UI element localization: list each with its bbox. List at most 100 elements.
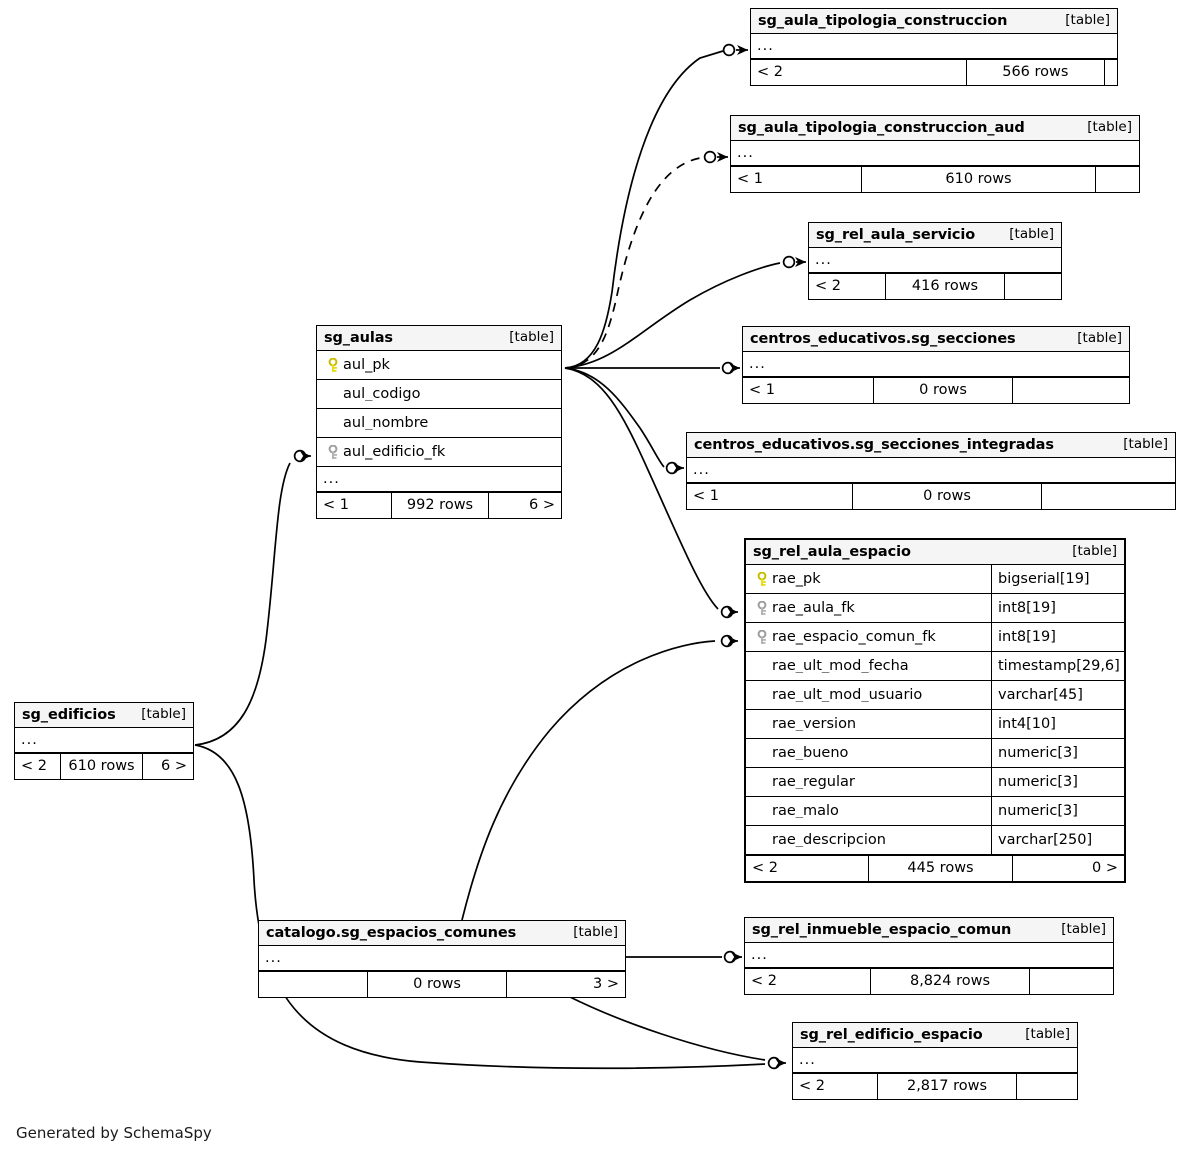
column-name-cell: rae_espacio_comun_fk <box>746 629 991 645</box>
table-header: sg_aula_tipologia_construccion_aud [tabl… <box>731 116 1139 141</box>
column-name-cell: aul_pk <box>317 357 561 373</box>
table-sg_aulas[interactable]: sg_aulas [table] aul_pk aul_codigo aul_n… <box>316 325 562 519</box>
column-label: aul_codigo <box>343 386 421 402</box>
column-label: rae_pk <box>772 571 821 587</box>
footer-children <box>1005 274 1061 299</box>
column-label: rae_ult_mod_usuario <box>772 687 923 703</box>
table-sg_aula_tipologia_construccion_aud[interactable]: sg_aula_tipologia_construccion_aud [tabl… <box>730 115 1140 193</box>
ellipsis-cell: ... <box>749 355 766 372</box>
table-tag: [table] <box>1087 119 1132 136</box>
column-label: aul_edificio_fk <box>343 444 446 460</box>
ellipsis-cell: ... <box>265 949 282 966</box>
table-centros_educativos.sg_secciones[interactable]: centros_educativos.sg_secciones [table] … <box>742 326 1130 404</box>
primary-key-icon <box>323 357 343 373</box>
footer-children: 6 > <box>161 758 187 775</box>
table-tag: [table] <box>509 329 554 346</box>
table-tag: [table] <box>1123 436 1168 453</box>
table-header: sg_aula_tipologia_construccion [table] <box>751 9 1117 34</box>
table-sg_aula_tipologia_construccion[interactable]: sg_aula_tipologia_construccion [table] .… <box>750 8 1118 86</box>
table-sg_rel_aula_espacio[interactable]: sg_rel_aula_espacio [table] rae_pk bigse… <box>744 538 1126 883</box>
table-column-row[interactable]: rae_bueno numeric[3] <box>746 739 1124 768</box>
column-type: timestamp[29,6] <box>991 652 1124 680</box>
table-header: sg_rel_inmueble_espacio_comun [table] <box>745 918 1113 943</box>
ellipsis-cell: ... <box>21 731 38 748</box>
footer-parents: < 2 <box>751 973 777 990</box>
footer-parents: < 2 <box>815 278 841 295</box>
table-row: ... <box>743 352 1129 377</box>
table-header: sg_aulas [table] <box>317 326 561 351</box>
table-column-row[interactable]: rae_ult_mod_usuario varchar[45] <box>746 681 1124 710</box>
column-name-cell: rae_ult_mod_usuario <box>746 688 991 703</box>
footer-rowcount: 416 rows <box>885 274 1005 299</box>
column-name-cell: rae_regular <box>746 775 991 790</box>
table-title: catalogo.sg_espacios_comunes <box>266 924 517 941</box>
footer-children: 0 > <box>1092 860 1118 877</box>
footer-parents: < 2 <box>21 758 47 775</box>
table-footer: < 2 2,817 rows <box>793 1073 1077 1099</box>
table-column-row[interactable]: rae_version int4[10] <box>746 710 1124 739</box>
footer-children <box>1030 969 1113 994</box>
table-catalogo.sg_espacios_comunes[interactable]: catalogo.sg_espacios_comunes [table] ...… <box>258 920 626 998</box>
table-column-row[interactable]: aul_nombre <box>317 409 561 438</box>
column-name-cell: rae_aula_fk <box>746 600 991 616</box>
column-label: aul_nombre <box>343 415 429 431</box>
footer-parents: < 1 <box>693 488 719 505</box>
table-sg_rel_edificio_espacio[interactable]: sg_rel_edificio_espacio [table] ... < 2 … <box>792 1022 1078 1100</box>
column-label: rae_regular <box>772 774 855 790</box>
footer-parents <box>259 972 367 997</box>
table-header: sg_rel_edificio_espacio [table] <box>793 1023 1077 1048</box>
table-sg_rel_inmueble_espacio_comun[interactable]: sg_rel_inmueble_espacio_comun [table] ..… <box>744 917 1114 995</box>
table-footer: < 2 445 rows 0 > <box>746 855 1124 881</box>
table-row: ... <box>745 943 1113 968</box>
footer-children: 6 > <box>529 497 555 514</box>
edge-edificios-to-rel-edificio-espacio <box>194 744 766 1070</box>
foreign-key-icon <box>752 629 772 645</box>
table-column-row[interactable]: aul_edificio_fk <box>317 438 561 467</box>
table-column-row[interactable]: rae_malo numeric[3] <box>746 797 1124 826</box>
table-sg_edificios[interactable]: sg_edificios [table] ... < 2 610 rows 6 … <box>14 702 194 780</box>
table-row: ... <box>751 34 1117 59</box>
table-column-row[interactable]: rae_ult_mod_fecha timestamp[29,6] <box>746 652 1124 681</box>
table-column-row[interactable]: rae_aula_fk int8[19] <box>746 594 1124 623</box>
ellipsis-cell: ... <box>751 946 768 963</box>
table-column-row[interactable]: rae_pk bigserial[19] <box>746 565 1124 594</box>
column-type: numeric[3] <box>991 797 1124 825</box>
table-header: sg_edificios [table] <box>15 703 193 728</box>
table-header: centros_educativos.sg_secciones [table] <box>743 327 1129 352</box>
table-column-row[interactable]: rae_descripcion varchar[250] <box>746 826 1124 855</box>
table-footer: < 1 0 rows <box>743 377 1129 403</box>
footer-rowcount: 0 rows <box>873 378 1013 403</box>
table-title: sg_rel_aula_servicio <box>816 226 976 243</box>
table-column-row[interactable]: rae_regular numeric[3] <box>746 768 1124 797</box>
footer-rowcount: 610 rows <box>861 167 1096 192</box>
ellipsis-cell: ... <box>757 37 774 54</box>
table-row: ... <box>259 946 625 971</box>
table-column-row[interactable]: aul_pk <box>317 351 561 380</box>
column-label: aul_pk <box>343 357 390 373</box>
table-footer: < 2 416 rows <box>809 273 1061 299</box>
table-sg_rel_aula_servicio[interactable]: sg_rel_aula_servicio [table] ... < 2 416… <box>808 222 1062 300</box>
table-title: sg_edificios <box>22 706 116 723</box>
column-label: rae_ult_mod_fecha <box>772 658 909 674</box>
table-footer: < 2 610 rows 6 > <box>15 753 193 779</box>
footer-rowcount: 445 rows <box>868 856 1013 881</box>
footer-children <box>1017 1074 1077 1099</box>
foreign-key-icon <box>323 444 343 460</box>
footer-rowcount: 992 rows <box>391 493 489 518</box>
table-tag: [table] <box>141 706 186 723</box>
table-header: sg_rel_aula_espacio [table] <box>746 540 1124 565</box>
table-column-row[interactable]: aul_codigo <box>317 380 561 409</box>
footer-children <box>1096 167 1139 192</box>
footer-children <box>1105 60 1117 85</box>
table-footer: < 1 0 rows <box>687 483 1175 509</box>
table-tag: [table] <box>1061 921 1106 938</box>
table-row: ... <box>317 467 561 492</box>
ellipsis-cell: ... <box>799 1051 816 1068</box>
column-type: bigserial[19] <box>991 565 1124 593</box>
table-title: centros_educativos.sg_secciones <box>750 330 1016 347</box>
table-centros_educativos.sg_secciones_integradas[interactable]: centros_educativos.sg_secciones_integrad… <box>686 432 1176 510</box>
table-footer: < 2 8,824 rows <box>745 968 1113 994</box>
column-type: int4[10] <box>991 710 1124 738</box>
footer-rowcount: 8,824 rows <box>870 969 1030 994</box>
table-column-row[interactable]: rae_espacio_comun_fk int8[19] <box>746 623 1124 652</box>
